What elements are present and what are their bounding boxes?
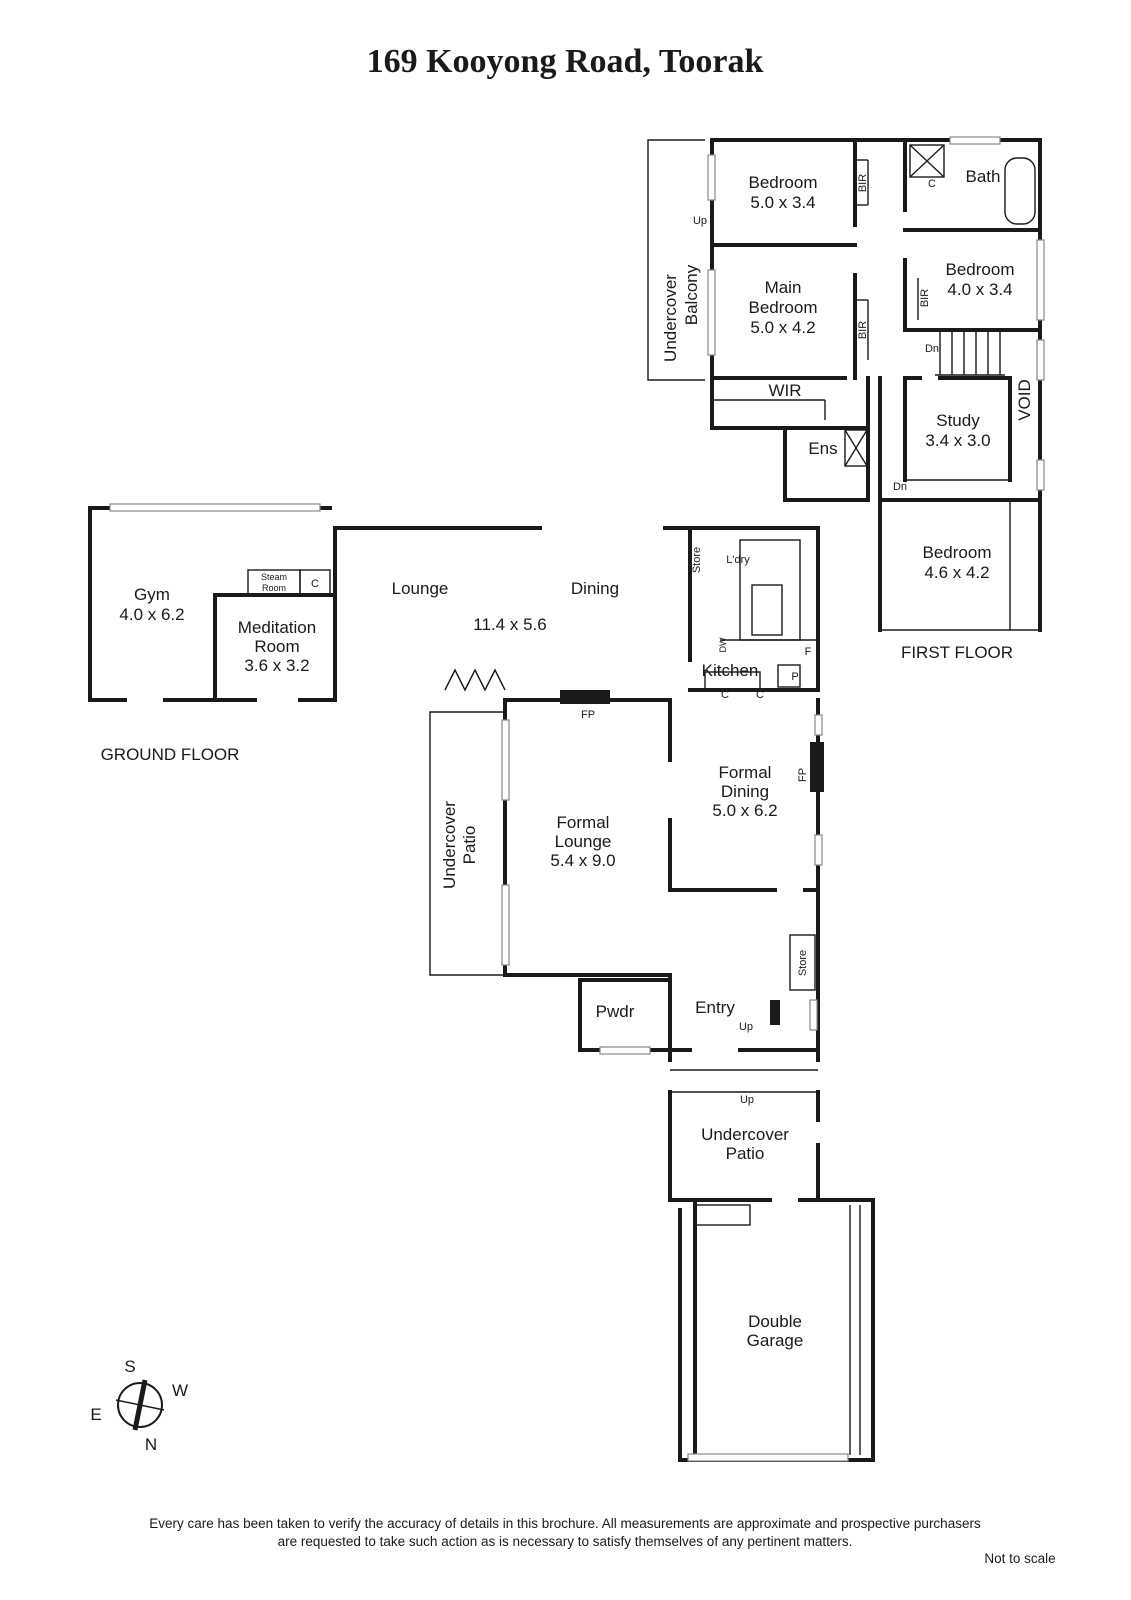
compass-north: N — [145, 1435, 157, 1454]
bath-label: Bath — [966, 167, 1001, 186]
garage-label-1: Double — [748, 1312, 802, 1331]
gym-wall-left — [88, 506, 127, 702]
patio2-label-2: Patio — [726, 1144, 765, 1163]
void-label: VOID — [1015, 379, 1034, 421]
patio1-outline — [429, 711, 505, 976]
bedroom3-label: Bedroom — [923, 543, 992, 562]
balcony-label-2: Balcony — [682, 264, 701, 325]
study-size: 3.4 x 3.0 — [925, 431, 990, 450]
up-label-patio: Up — [740, 1094, 754, 1106]
formal-dining-label-1: Formal — [719, 763, 772, 782]
ground-floor-label: GROUND FLOOR — [101, 745, 240, 764]
dn-label-stairs: Dn — [925, 343, 939, 355]
dishwasher-label: DW — [718, 637, 728, 652]
formal-dining-label-2: Dining — [721, 782, 769, 801]
ens-label: Ens — [808, 439, 837, 458]
meditation-size: 3.6 x 3.2 — [244, 656, 309, 675]
formal-lounge-label-2: Lounge — [555, 832, 612, 851]
fp-label-formal-lounge: FP — [581, 709, 595, 721]
wall-bedroom3 — [878, 498, 1042, 632]
steam-room-label-1: Steam — [261, 572, 287, 582]
gym-size: 4.0 x 6.2 — [119, 605, 184, 624]
patio2-label-1: Undercover — [701, 1125, 789, 1144]
fp-label-formal-dining: FP — [797, 768, 809, 782]
lounge-dining-size: 11.4 x 5.6 — [473, 615, 546, 634]
main-bedroom-size: 5.0 x 4.2 — [750, 318, 815, 337]
bir-label-1: BIR — [857, 174, 869, 192]
meditation-label-2: Room — [254, 637, 299, 656]
entry-label: Entry — [695, 998, 735, 1017]
closet-label-steam: C — [311, 578, 319, 590]
bedroom1-label: Bedroom — [749, 173, 818, 192]
gym-label: Gym — [134, 585, 170, 604]
compass-south: S — [124, 1357, 135, 1376]
meditation-label-1: Meditation — [238, 618, 316, 637]
study-label: Study — [936, 411, 980, 430]
compass-icon — [115, 1379, 165, 1431]
first-floor-label: FIRST FLOOR — [901, 643, 1013, 662]
zigzag-partition — [444, 668, 506, 692]
bedroom2-label: Bedroom — [946, 260, 1015, 279]
dn-label-bedroom3: Dn — [893, 481, 907, 493]
formal-lounge-size: 5.4 x 9.0 — [550, 851, 615, 870]
bathtub — [1004, 157, 1036, 225]
closet-label-kitchen-2: C — [756, 689, 764, 701]
wir-label: WIR — [768, 381, 801, 400]
stairs-first-floor — [935, 332, 1005, 376]
formal-dining-size: 5.0 x 6.2 — [712, 801, 777, 820]
balcony-outline — [647, 139, 705, 381]
fireplace-formal-dining — [810, 742, 824, 792]
scale-note: Not to scale — [984, 1551, 1055, 1566]
pwdr-label: Pwdr — [596, 1002, 635, 1021]
closet-label-kitchen-1: C — [721, 689, 729, 701]
patio1-label-1: Undercover — [440, 801, 459, 889]
bir-label-3: BIR — [919, 289, 931, 307]
fridge-label: F — [805, 646, 812, 658]
up-label-entry: Up — [739, 1021, 753, 1033]
closet-label-bath: C — [928, 178, 936, 190]
page-title: 169 Kooyong Road, Toorak — [367, 43, 764, 80]
bedroom2-size: 4.0 x 3.4 — [947, 280, 1012, 299]
fireplace-formal-lounge — [560, 690, 610, 704]
compass-west: W — [172, 1381, 188, 1400]
kitchen-label: Kitchen — [702, 661, 759, 680]
garage-label-2: Garage — [747, 1331, 804, 1350]
bir-label-2: BIR — [857, 321, 869, 339]
balcony-label-1: Undercover — [661, 274, 680, 362]
steam-room-label-2: Room — [262, 583, 286, 593]
disclaimer-line-1: Every care has been taken to verify the … — [149, 1516, 981, 1531]
main-bedroom-label-1: Main — [765, 278, 802, 297]
ens-wall — [710, 426, 867, 502]
store2-label: Store — [797, 950, 809, 976]
patio1-label-2: Patio — [460, 826, 479, 865]
compass-east: E — [90, 1405, 101, 1424]
pantry-label: P — [791, 671, 798, 683]
ground-floor-plan — [88, 503, 875, 1462]
first-floor-plan — [647, 136, 1045, 632]
laundry-label: L'dry — [726, 554, 750, 566]
bedroom1-size: 5.0 x 3.4 — [750, 193, 815, 212]
formal-lounge-label-1: Formal — [557, 813, 610, 832]
lounge-label: Lounge — [392, 579, 449, 598]
disclaimer-line-2: are requested to take such action as is … — [278, 1534, 853, 1549]
bedroom3-size: 4.6 x 4.2 — [924, 563, 989, 582]
store1-label: Store — [691, 547, 703, 573]
dining-label: Dining — [571, 579, 619, 598]
up-label-balcony: Up — [693, 215, 707, 227]
main-bedroom-label-2: Bedroom — [749, 298, 818, 317]
